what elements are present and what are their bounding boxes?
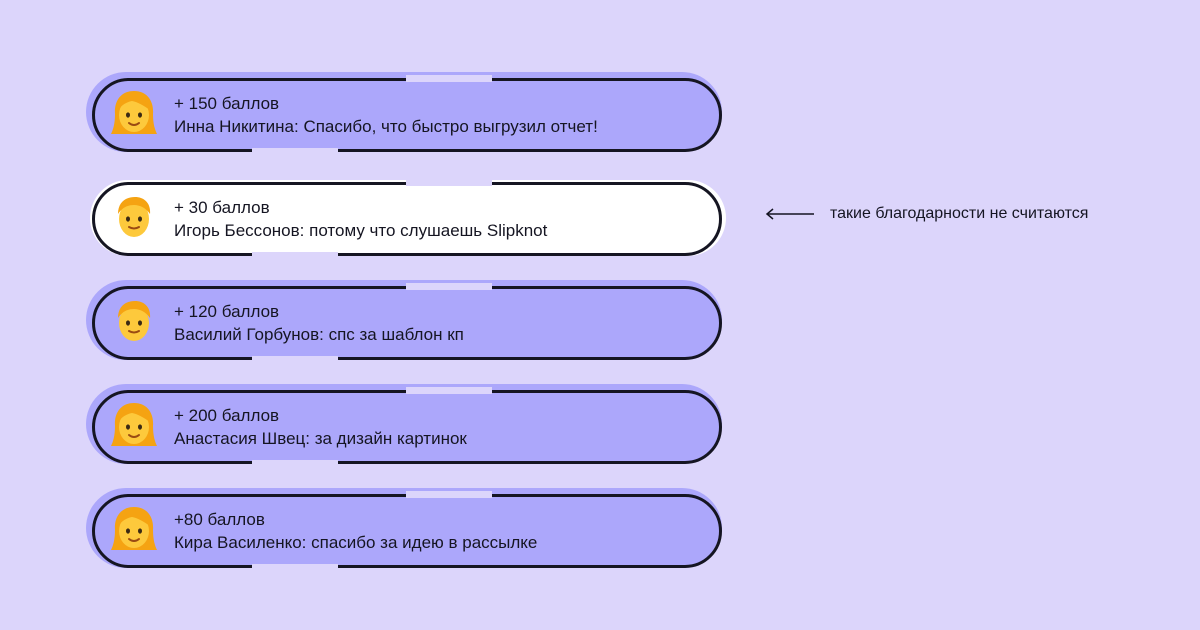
card-fill: [86, 280, 722, 360]
outline-gap: [406, 179, 492, 186]
points-label: + 30 баллов: [174, 198, 270, 217]
card-text: + 30 баллов Игорь Бессонов: потому что с…: [174, 196, 698, 242]
exclusion-note: такие благодарности не считаются: [764, 200, 1088, 228]
points-label: + 120 баллов: [174, 302, 280, 321]
points-label: +80 баллов: [174, 510, 265, 529]
card-text: + 200 баллов Анастасия Швец: за дизайн к…: [174, 404, 698, 450]
arrow-left-icon: [765, 208, 814, 220]
man-emoji-icon: [118, 301, 151, 341]
outline-gap: [252, 356, 338, 363]
thanks-card: +80 баллов Кира Василенко: спасибо за ид…: [86, 488, 728, 572]
thanks-message: Василий Горбунов: спс за шаблон кп: [174, 325, 464, 344]
outline-gap: [406, 75, 492, 82]
woman-emoji-icon: [111, 403, 157, 446]
woman-emoji-icon: [111, 507, 157, 550]
outline-gap: [252, 252, 338, 259]
outline-gap: [406, 387, 492, 394]
outline-gap: [252, 148, 338, 155]
outline-gap: [406, 283, 492, 290]
outline-gap: [406, 491, 492, 498]
outline-gap: [252, 564, 338, 571]
card-fill: [86, 488, 722, 568]
points-label: + 200 баллов: [174, 406, 280, 425]
card-fill: [90, 180, 726, 256]
woman-emoji-icon: [111, 91, 157, 134]
card-text: + 120 баллов Василий Горбунов: спс за ша…: [174, 300, 698, 346]
card-fill: [86, 384, 722, 464]
thanks-card: + 150 баллов Инна Никитина: Спасибо, что…: [86, 72, 728, 156]
thanks-message: Кира Василенко: спасибо за идею в рассыл…: [174, 533, 538, 552]
thanks-message: Анастасия Швец: за дизайн картинок: [174, 429, 467, 448]
note-text: такие благодарности не считаются: [830, 205, 1089, 222]
card-text: +80 баллов Кира Василенко: спасибо за ид…: [174, 508, 698, 554]
thanks-card: + 200 баллов Анастасия Швец: за дизайн к…: [86, 384, 728, 468]
man-emoji-icon: [118, 197, 151, 237]
points-label: + 150 баллов: [174, 94, 280, 113]
thanks-card-excluded: + 30 баллов Игорь Бессонов: потому что с…: [86, 176, 728, 260]
thanks-message: Инна Никитина: Спасибо, что быстро выгру…: [174, 117, 598, 136]
thanks-card: + 120 баллов Василий Горбунов: спс за ша…: [86, 280, 728, 364]
outline-gap: [252, 460, 338, 467]
card-fill: [86, 72, 722, 152]
thanks-message: Игорь Бессонов: потому что слушаешь Slip…: [174, 221, 548, 240]
card-text: + 150 баллов Инна Никитина: Спасибо, что…: [174, 92, 698, 138]
